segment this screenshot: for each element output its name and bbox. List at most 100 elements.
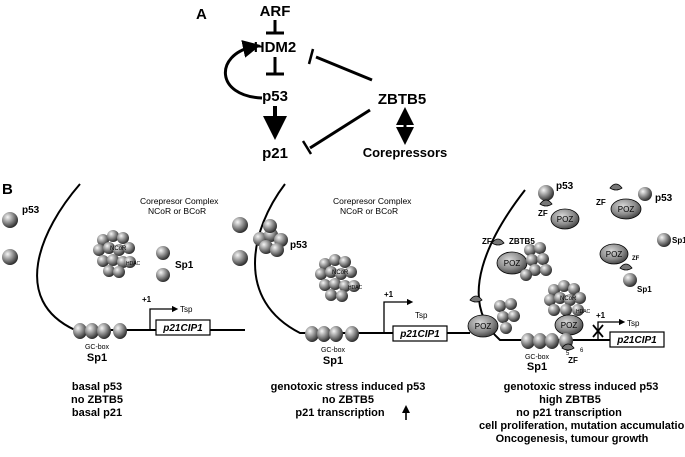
gc-box-label: GC-box: [85, 344, 110, 351]
tss-arrow: [383, 298, 414, 333]
poz-label: POZ: [618, 205, 635, 214]
complex-title: Corepresor Complex: [333, 196, 412, 206]
node-corepressors: Corepressors: [363, 145, 448, 160]
p53-cluster: [253, 219, 288, 257]
plus1-label: +1: [142, 295, 152, 304]
panel-b-label: B: [2, 181, 13, 198]
p53-ball: [638, 187, 652, 201]
corepressor-complex: [494, 298, 520, 334]
caption-line-5: Oncogenesis, tumour growth: [496, 433, 649, 445]
node-hdm2: HDM2: [254, 39, 297, 56]
dna-strand: [36, 183, 245, 331]
p53-label: p53: [22, 205, 40, 216]
zf-domain: [491, 238, 505, 246]
caption-line-3: no p21 transcription: [516, 407, 622, 419]
node-p21: p21: [262, 145, 288, 162]
sp1-free-label: Sp1: [175, 260, 194, 271]
zf-domain: [469, 295, 483, 303]
caption-line-2: no ZBTB5: [71, 394, 123, 406]
poz-label: POZ: [561, 321, 578, 330]
caption-line-3: basal p21: [72, 407, 122, 419]
corepressor-complex: [544, 280, 586, 316]
poz-domain: [550, 208, 580, 230]
panel-a: A ARF HDM2 p53 p21 ZBTB5 Corepressors: [196, 3, 447, 162]
zf-label: ZF: [538, 209, 548, 218]
sp1-site-label: Sp1: [527, 361, 547, 373]
poz-label: POZ: [557, 215, 574, 224]
p53-ball: [538, 185, 554, 201]
caption-line-1: genotoxic stress induced p53: [271, 381, 426, 393]
sp1-label: Sp1: [637, 285, 652, 294]
tsp-label: Tsp: [627, 319, 640, 328]
plus1-label: +1: [596, 311, 606, 320]
p53-ball: [232, 217, 248, 233]
ncor-label: NCoR: [560, 296, 577, 302]
zf-domain: [539, 199, 553, 207]
gc-box-sp1: [73, 323, 127, 339]
gene-box: [392, 325, 448, 342]
panel-b-basal: p53 Corepresor Complex NCoR or BCoR NCoR…: [2, 183, 245, 419]
zf-domain: [561, 343, 575, 351]
node-zbtb5: ZBTB5: [378, 91, 426, 108]
zf-label: ZF: [482, 237, 492, 246]
tsp-label: Tsp: [415, 311, 428, 320]
caption-line-2: high ZBTB5: [539, 394, 601, 406]
gene-label: p21CIP1: [162, 323, 203, 334]
gene-box: [155, 319, 211, 336]
p53-label-top: p53: [556, 181, 574, 192]
poz-label: POZ: [475, 322, 492, 331]
num-5: 5: [566, 351, 570, 357]
complex-title: Corepresor Complex: [140, 196, 219, 206]
caption-line-2: no ZBTB5: [322, 394, 374, 406]
sp1-ball: [657, 233, 671, 247]
corepressor-complex: [315, 254, 360, 302]
node-arf: ARF: [260, 3, 291, 20]
sp1-ball: [623, 273, 637, 287]
tsp-label: Tsp: [180, 305, 193, 314]
gc-box-label: GC-box: [321, 347, 346, 354]
complex-subtitle: NCoR or BCoR: [148, 206, 206, 216]
inhibit-bar: [301, 140, 313, 155]
zf-label: ZF: [568, 356, 578, 365]
caption-line-1: basal p53: [72, 381, 122, 393]
tss-arrow: [597, 318, 626, 340]
sp1-label: Sp1: [672, 236, 685, 245]
gene-label: p21CIP1: [399, 329, 440, 340]
inhibit-bar: [307, 48, 315, 65]
caption-line-3: p21 transcription: [295, 407, 385, 419]
ncor-label: NCoR: [110, 246, 127, 252]
panel-b-stress-no-zbtb5: p53 Corepresor Complex NCoR or BCoR NCoR…: [232, 183, 470, 420]
dna-strand: [254, 183, 470, 334]
tss-arrow: [149, 305, 179, 330]
gc-box-sp1: [305, 326, 359, 342]
p53-ball: [2, 249, 18, 265]
zf-domain: [619, 263, 633, 271]
complex-subtitle: NCoR or BCoR: [340, 206, 398, 216]
zf-domain: [609, 183, 623, 191]
hdac-label: HDAC: [126, 261, 141, 267]
p53-activates-hdm2-loop: [224, 40, 263, 100]
sp1-site-label: Sp1: [323, 355, 343, 367]
ncor-label: NCoR: [332, 270, 349, 276]
poz-label: POZ: [504, 259, 521, 268]
poz-domain: [610, 198, 642, 220]
node-p53: p53: [262, 88, 288, 105]
poz-domain: [467, 314, 499, 338]
corepressor-complex: [520, 242, 552, 281]
num-6: 6: [580, 348, 584, 354]
poz-label: POZ: [606, 250, 623, 259]
panel-a-label: A: [196, 6, 207, 23]
plus1-label: +1: [384, 290, 394, 299]
zbtb5-inhibits-p21: [309, 108, 371, 150]
hdac-label: HDAC: [348, 285, 363, 291]
gene-label: p21CIP1: [616, 335, 657, 346]
p53-ball: [2, 212, 18, 228]
zf-label: ZF: [596, 198, 606, 207]
panel-b-stress-high-zbtb5: p53 POZ ZF ZF POZ p53 ZF ZBTB5 POZ POZ Z…: [467, 181, 685, 445]
p53-label-right: p53: [655, 193, 673, 204]
caption-line-1: genotoxic stress induced p53: [504, 381, 659, 393]
sp1-site-label: Sp1: [87, 352, 107, 364]
gene-box: [609, 331, 665, 348]
poz-domain: [599, 243, 629, 265]
